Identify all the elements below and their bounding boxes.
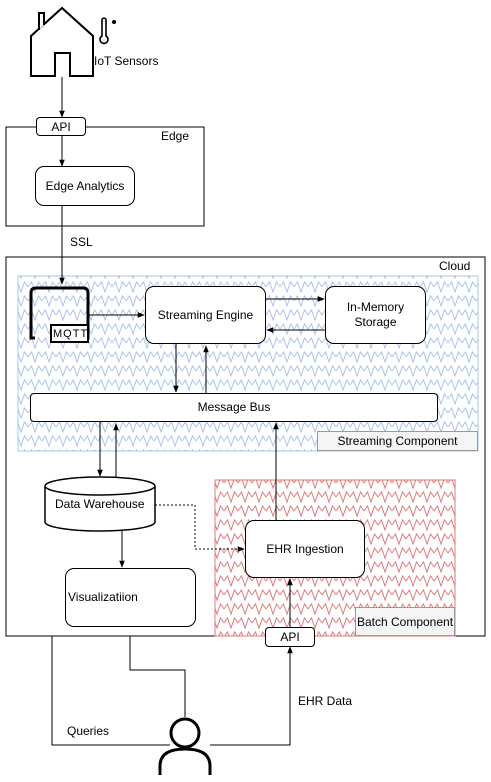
edge-analytics-node[interactable]: Edge Analytics (35, 166, 135, 206)
in-memory-storage-line1: In-Memory (346, 300, 405, 314)
api-bottom-node[interactable]: API (265, 627, 315, 647)
visualization-node[interactable]: Visualizatiion (65, 568, 196, 627)
data-warehouse-cylinder (44, 476, 156, 532)
edge-warehouseToIngestion (155, 504, 245, 552)
message-bus-node[interactable]: Message Bus (30, 393, 438, 422)
visualization-label: Visualizatiion (68, 590, 138, 604)
streaming-engine-node[interactable]: Streaming Engine (145, 286, 266, 344)
in-memory-storage-node[interactable]: In-Memory Storage (325, 286, 426, 344)
cloud-label: Cloud (439, 259, 471, 273)
thermometer-icon (99, 17, 117, 45)
ssl-label: SSL (70, 235, 93, 249)
in-memory-storage-line2: Storage (354, 315, 397, 329)
edge-userToCloud (129, 636, 186, 717)
mqtt-label: MQTT (53, 328, 89, 340)
house-icon (30, 6, 94, 77)
batch-component-tag: Batch Component (355, 607, 455, 636)
api-top-node[interactable]: API (36, 117, 86, 136)
edge-label: Edge (161, 129, 190, 143)
streaming-component-tag: Streaming Component (317, 431, 478, 451)
queries-label: Queries (67, 724, 110, 738)
ehr-ingestion-node[interactable]: EHR Ingestion (245, 520, 365, 578)
user-icon (158, 717, 212, 775)
ehr-data-label: EHR Data (298, 694, 353, 708)
edge-queries (51, 636, 170, 746)
mqtt-broker-icon (29, 286, 90, 343)
iot-sensors-label: IoT Sensors (94, 54, 159, 68)
data-warehouse-label: Data Warehouse (55, 497, 145, 511)
edge-ehrData (210, 646, 293, 746)
